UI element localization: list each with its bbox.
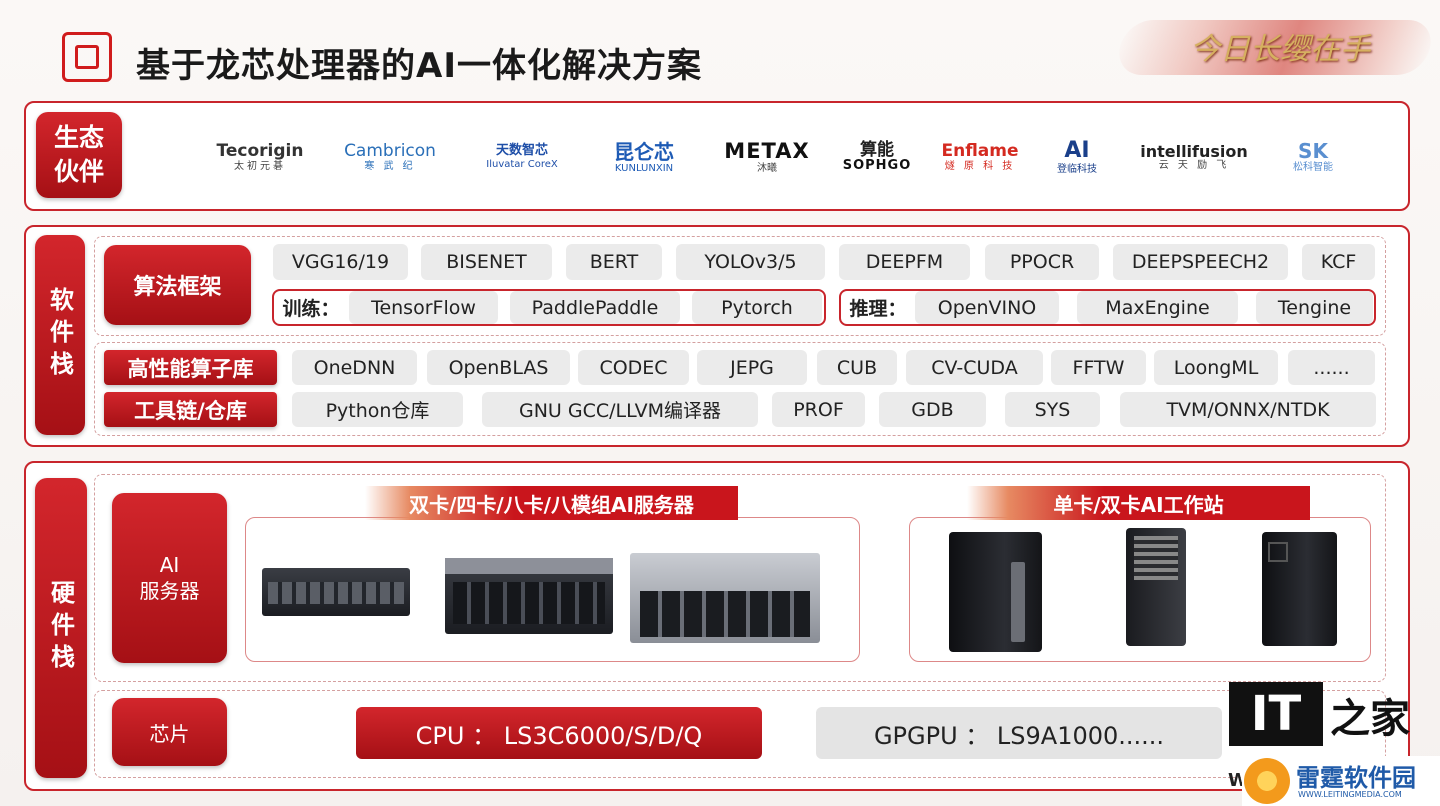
cpu-bar: CPU ： LS3C6000/S/D/Q <box>356 707 762 759</box>
toolchain-pill: PROF <box>772 392 865 427</box>
hpc-library-pill: OneDNN <box>292 350 417 385</box>
hpc-library-pill: FFTW <box>1051 350 1146 385</box>
model-pill: PPOCR <box>985 244 1099 280</box>
slogan-text: 今日长缨在手 <box>1190 32 1370 67</box>
model-pill: DEEPSPEECH2 <box>1113 244 1288 280</box>
workstation-tower-image <box>949 532 1042 652</box>
model-pill: KCF <box>1302 244 1375 280</box>
chip-icon <box>62 32 112 82</box>
ai-server-label: AI 服务器 <box>112 493 227 663</box>
toolchain-pill: TVM/ONNX/NTDK <box>1120 392 1376 427</box>
workstations-banner: 单卡/双卡AI工作站 <box>967 486 1310 520</box>
inference-engine-pill: Tengine <box>1256 291 1373 324</box>
it-home-logo-text: IT <box>1250 686 1302 742</box>
model-pill: BERT <box>566 244 662 280</box>
server-2u-image <box>262 568 410 616</box>
toolchain-pill: GDB <box>879 392 986 427</box>
hardware-stack-label: 硬件栈 <box>35 478 87 778</box>
model-pill: DEEPFM <box>839 244 970 280</box>
inference-engine-pill: OpenVINO <box>915 291 1059 324</box>
ecosystem-label: 生态伙伴 <box>36 112 122 198</box>
chip-area <box>94 690 1386 778</box>
orange-logo-icon <box>1244 758 1290 804</box>
hpc-library-pill: JEPG <box>697 350 807 385</box>
training-label: 训练： <box>282 298 340 320</box>
library-area <box>94 342 1386 436</box>
server-4u-image <box>445 558 613 634</box>
workstation-tower-image <box>1126 528 1186 646</box>
algo-framework-label: 算法框架 <box>104 245 251 325</box>
it-home-logo: IT <box>1229 682 1323 746</box>
inference-group <box>839 289 1376 326</box>
training-framework-pill: PaddlePaddle <box>510 291 680 324</box>
model-pill: BISENET <box>421 244 552 280</box>
toolchain-pill: Python仓库 <box>292 392 463 427</box>
leiting-watermark: 雷霆软件园 WWW.LEITINGMEDIA.COM <box>1242 756 1440 806</box>
page-title: 基于龙芯处理器的AI一体化解决方案 <box>136 46 702 86</box>
toolchain-label: 工具链/仓库 <box>104 392 277 427</box>
toolchain-pill: GNU GCC/LLVM编译器 <box>482 392 758 427</box>
algo-framework-area <box>94 236 1386 336</box>
hpc-library-pill: CODEC <box>578 350 689 385</box>
workstation-tower-image <box>1262 532 1337 646</box>
hpc-library-pill: ...... <box>1288 350 1375 385</box>
hpc-library-pill: CUB <box>817 350 897 385</box>
servers-banner: 双卡/四卡/八卡/八模组AI服务器 <box>365 486 738 520</box>
inference-label: 推理： <box>849 298 907 320</box>
hpc-library-pill: OpenBLAS <box>427 350 570 385</box>
leiting-url: WWW.LEITINGMEDIA.COM <box>1298 790 1402 799</box>
hpc-library-label: 高性能算子库 <box>104 350 277 385</box>
it-home-logo-tail: 之家 <box>1330 695 1410 742</box>
training-framework-pill: TensorFlow <box>349 291 498 324</box>
leiting-name: 雷霆软件园 <box>1296 764 1416 792</box>
server-8gpu-image <box>630 553 820 643</box>
gpgpu-bar: GPGPU ： LS9A1000...... <box>816 707 1222 759</box>
software-stack-label: 软件栈 <box>35 235 85 435</box>
hpc-library-pill: LoongML <box>1154 350 1278 385</box>
training-framework-pill: Pytorch <box>692 291 822 324</box>
chip-label: 芯片 <box>112 698 227 766</box>
hardware-area <box>94 474 1386 682</box>
model-pill: YOLOv3/5 <box>676 244 825 280</box>
hpc-library-pill: CV-CUDA <box>906 350 1043 385</box>
toolchain-pill: SYS <box>1005 392 1100 427</box>
ecosystem-panel <box>24 101 1410 211</box>
model-pill: VGG16/19 <box>273 244 408 280</box>
training-group <box>272 289 826 326</box>
inference-engine-pill: MaxEngine <box>1077 291 1238 324</box>
